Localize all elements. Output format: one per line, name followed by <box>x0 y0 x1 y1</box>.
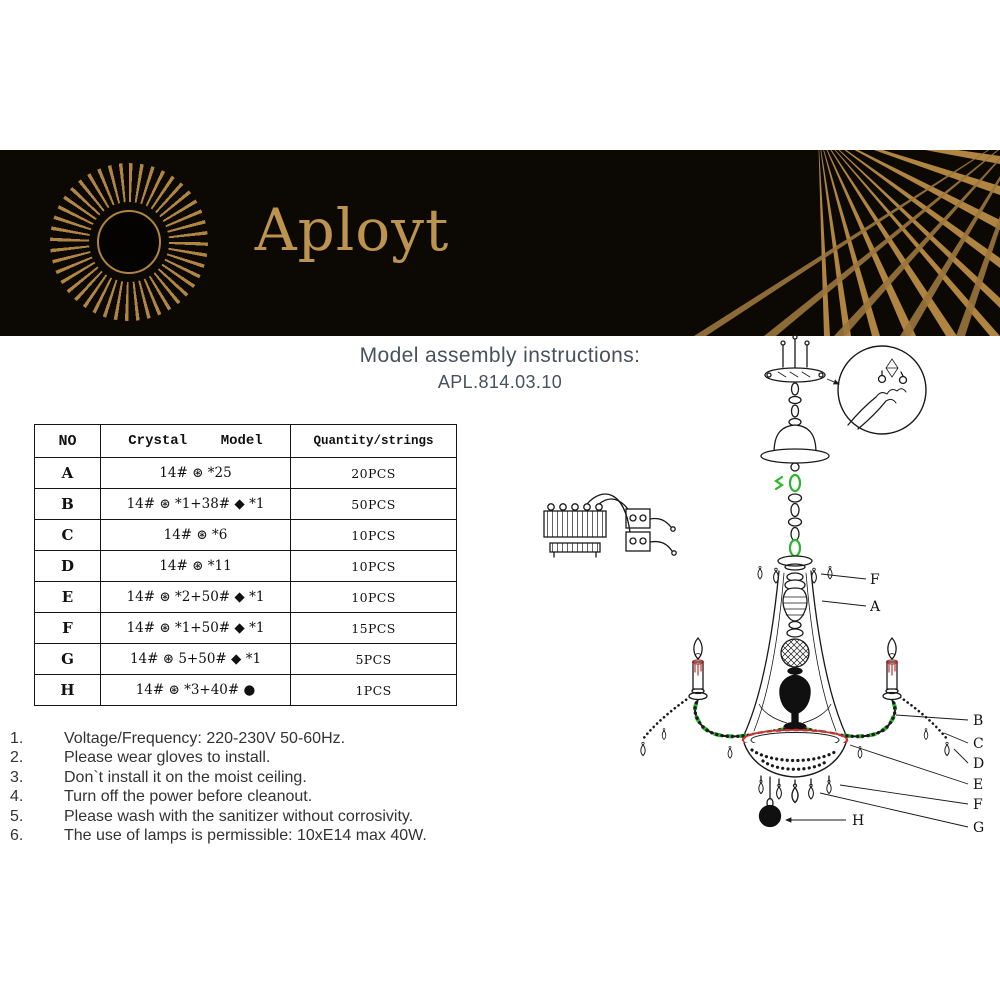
cell-qty: 5PCS <box>290 643 457 675</box>
table-header-row: NO Crystal Model Quantity/strings <box>34 424 457 458</box>
cell-model: 14# ⊛ *25 <box>100 457 291 489</box>
cell-no: E <box>34 581 101 613</box>
chandelier-diagram: F A B C D E F G H <box>543 334 984 836</box>
parts-table-wrap: NO Crystal Model Quantity/strings A 14# … <box>34 424 457 706</box>
candle-arms <box>640 695 950 759</box>
cell-no: D <box>34 550 101 582</box>
table-row: D 14# ⊛ *11 10PCS <box>34 550 457 582</box>
diagram-label-h: H <box>852 813 864 829</box>
list-item: 6. The use of lamps is permissible: 10xE… <box>8 826 548 845</box>
cell-qty: 1PCS <box>290 674 457 706</box>
crystal-bowl <box>741 728 849 778</box>
table-row: C 14# ⊛ *6 10PCS <box>34 519 457 551</box>
diagram-label-a: A <box>869 599 881 615</box>
bell-cone <box>743 570 847 736</box>
cell-no: F <box>34 612 101 644</box>
diagram-label-d: D <box>973 756 984 772</box>
sunburst-logo-icon <box>50 163 208 321</box>
header-no: NO <box>34 424 101 458</box>
table-row: B 14# ⊛ *1+38# ◆ *1 50PCS <box>34 488 457 520</box>
cell-model: 14# ⊛ *11 <box>100 550 291 582</box>
cell-qty: 10PCS <box>290 550 457 582</box>
hanging-drops <box>758 775 832 828</box>
note-text: Please wear gloves to install. <box>64 749 271 767</box>
note-number: 1. <box>10 730 24 747</box>
candle-left <box>688 637 708 701</box>
note-text: Please wash with the sanitizer without c… <box>64 807 414 825</box>
brand-banner: Aployt <box>0 150 1000 336</box>
cell-no: A <box>34 457 101 489</box>
inset-pointer-arrow <box>826 378 840 385</box>
cell-model: 14# ⊛ *1+50# ◆ *1 <box>100 612 291 644</box>
note-text: Don`t install it on the moist ceiling. <box>64 768 307 786</box>
diagram-label-c: C <box>973 736 984 752</box>
cell-qty: 50PCS <box>290 488 457 520</box>
parts-table: NO Crystal Model Quantity/strings A 14# … <box>34 424 457 706</box>
leader-lines <box>785 573 969 828</box>
brand-name: Aployt <box>254 196 450 264</box>
page-title: Model assembly instructions: <box>359 344 641 367</box>
note-number: 6. <box>10 827 24 845</box>
cell-model: 14# ⊛ *1+38# ◆ *1 <box>100 488 291 520</box>
note-text: Turn off the power before cleanout. <box>64 788 313 806</box>
cell-qty: 10PCS <box>290 581 457 613</box>
note-text: The use of lamps is permissible: 10xE14 … <box>64 827 427 845</box>
gold-rays-decoration <box>694 150 1000 336</box>
list-item: 1. Voltage/Frequency: 220-230V 50-60Hz. <box>8 729 548 748</box>
diagram-label-f-top: F <box>870 572 880 588</box>
note-number: 4. <box>10 788 24 806</box>
diagram-label-b: B <box>973 713 983 729</box>
note-number: 3. <box>10 768 24 786</box>
ceiling-mount <box>764 334 826 383</box>
table-row: G 14# ⊛ 5+50# ◆ *1 5PCS <box>34 643 457 675</box>
list-item: 4. Turn off the power before cleanout. <box>8 787 548 806</box>
cell-no: C <box>34 519 101 551</box>
hand-assembly-inset <box>837 345 927 435</box>
note-number: 5. <box>10 807 24 825</box>
wiring-diagram <box>543 493 677 558</box>
top-crown <box>757 555 833 584</box>
cell-qty: 15PCS <box>290 612 457 644</box>
table-row: A 14# ⊛ *25 20PCS <box>34 457 457 489</box>
table-row: F 14# ⊛ *1+50# ◆ *1 15PCS <box>34 612 457 644</box>
diagram-label-e: E <box>973 777 983 793</box>
cell-qty: 20PCS <box>290 457 457 489</box>
cell-model: 14# ⊛ 5+50# ◆ *1 <box>100 643 291 675</box>
central-column <box>779 572 811 733</box>
list-item: 2. Please wear gloves to install. <box>8 748 548 767</box>
model-number: APL.814.03.10 <box>437 372 563 392</box>
cell-model: 14# ⊛ *2+50# ◆ *1 <box>100 581 291 613</box>
safety-notes-list: 1. Voltage/Frequency: 220-230V 50-60Hz. … <box>8 729 548 845</box>
cell-no: B <box>34 488 101 520</box>
title-block: Model assembly instructions: APL.814.03.… <box>150 344 850 393</box>
note-text: Voltage/Frequency: 220-230V 50-60Hz. <box>64 730 346 747</box>
cell-qty: 10PCS <box>290 519 457 551</box>
table-row: H 14# ⊛ *3+40# ● 1PCS <box>34 674 457 706</box>
list-item: 3. Don`t install it on the moist ceiling… <box>8 768 548 787</box>
header-quantity: Quantity/strings <box>290 424 457 458</box>
cell-model: 14# ⊛ *6 <box>100 519 291 551</box>
table-row: E 14# ⊛ *2+50# ◆ *1 10PCS <box>34 581 457 613</box>
cell-no: G <box>34 643 101 675</box>
header-model: Crystal Model <box>100 424 291 458</box>
diagram-label-f-bottom: F <box>973 797 983 813</box>
cell-model: 14# ⊛ *3+40# ● <box>100 674 291 706</box>
diagram-label-g: G <box>973 820 984 836</box>
note-number: 2. <box>10 749 24 767</box>
list-item: 5. Please wash with the sanitizer withou… <box>8 807 548 826</box>
candle-right <box>882 637 902 701</box>
cell-no: H <box>34 674 101 706</box>
suspension-chain <box>760 382 830 558</box>
